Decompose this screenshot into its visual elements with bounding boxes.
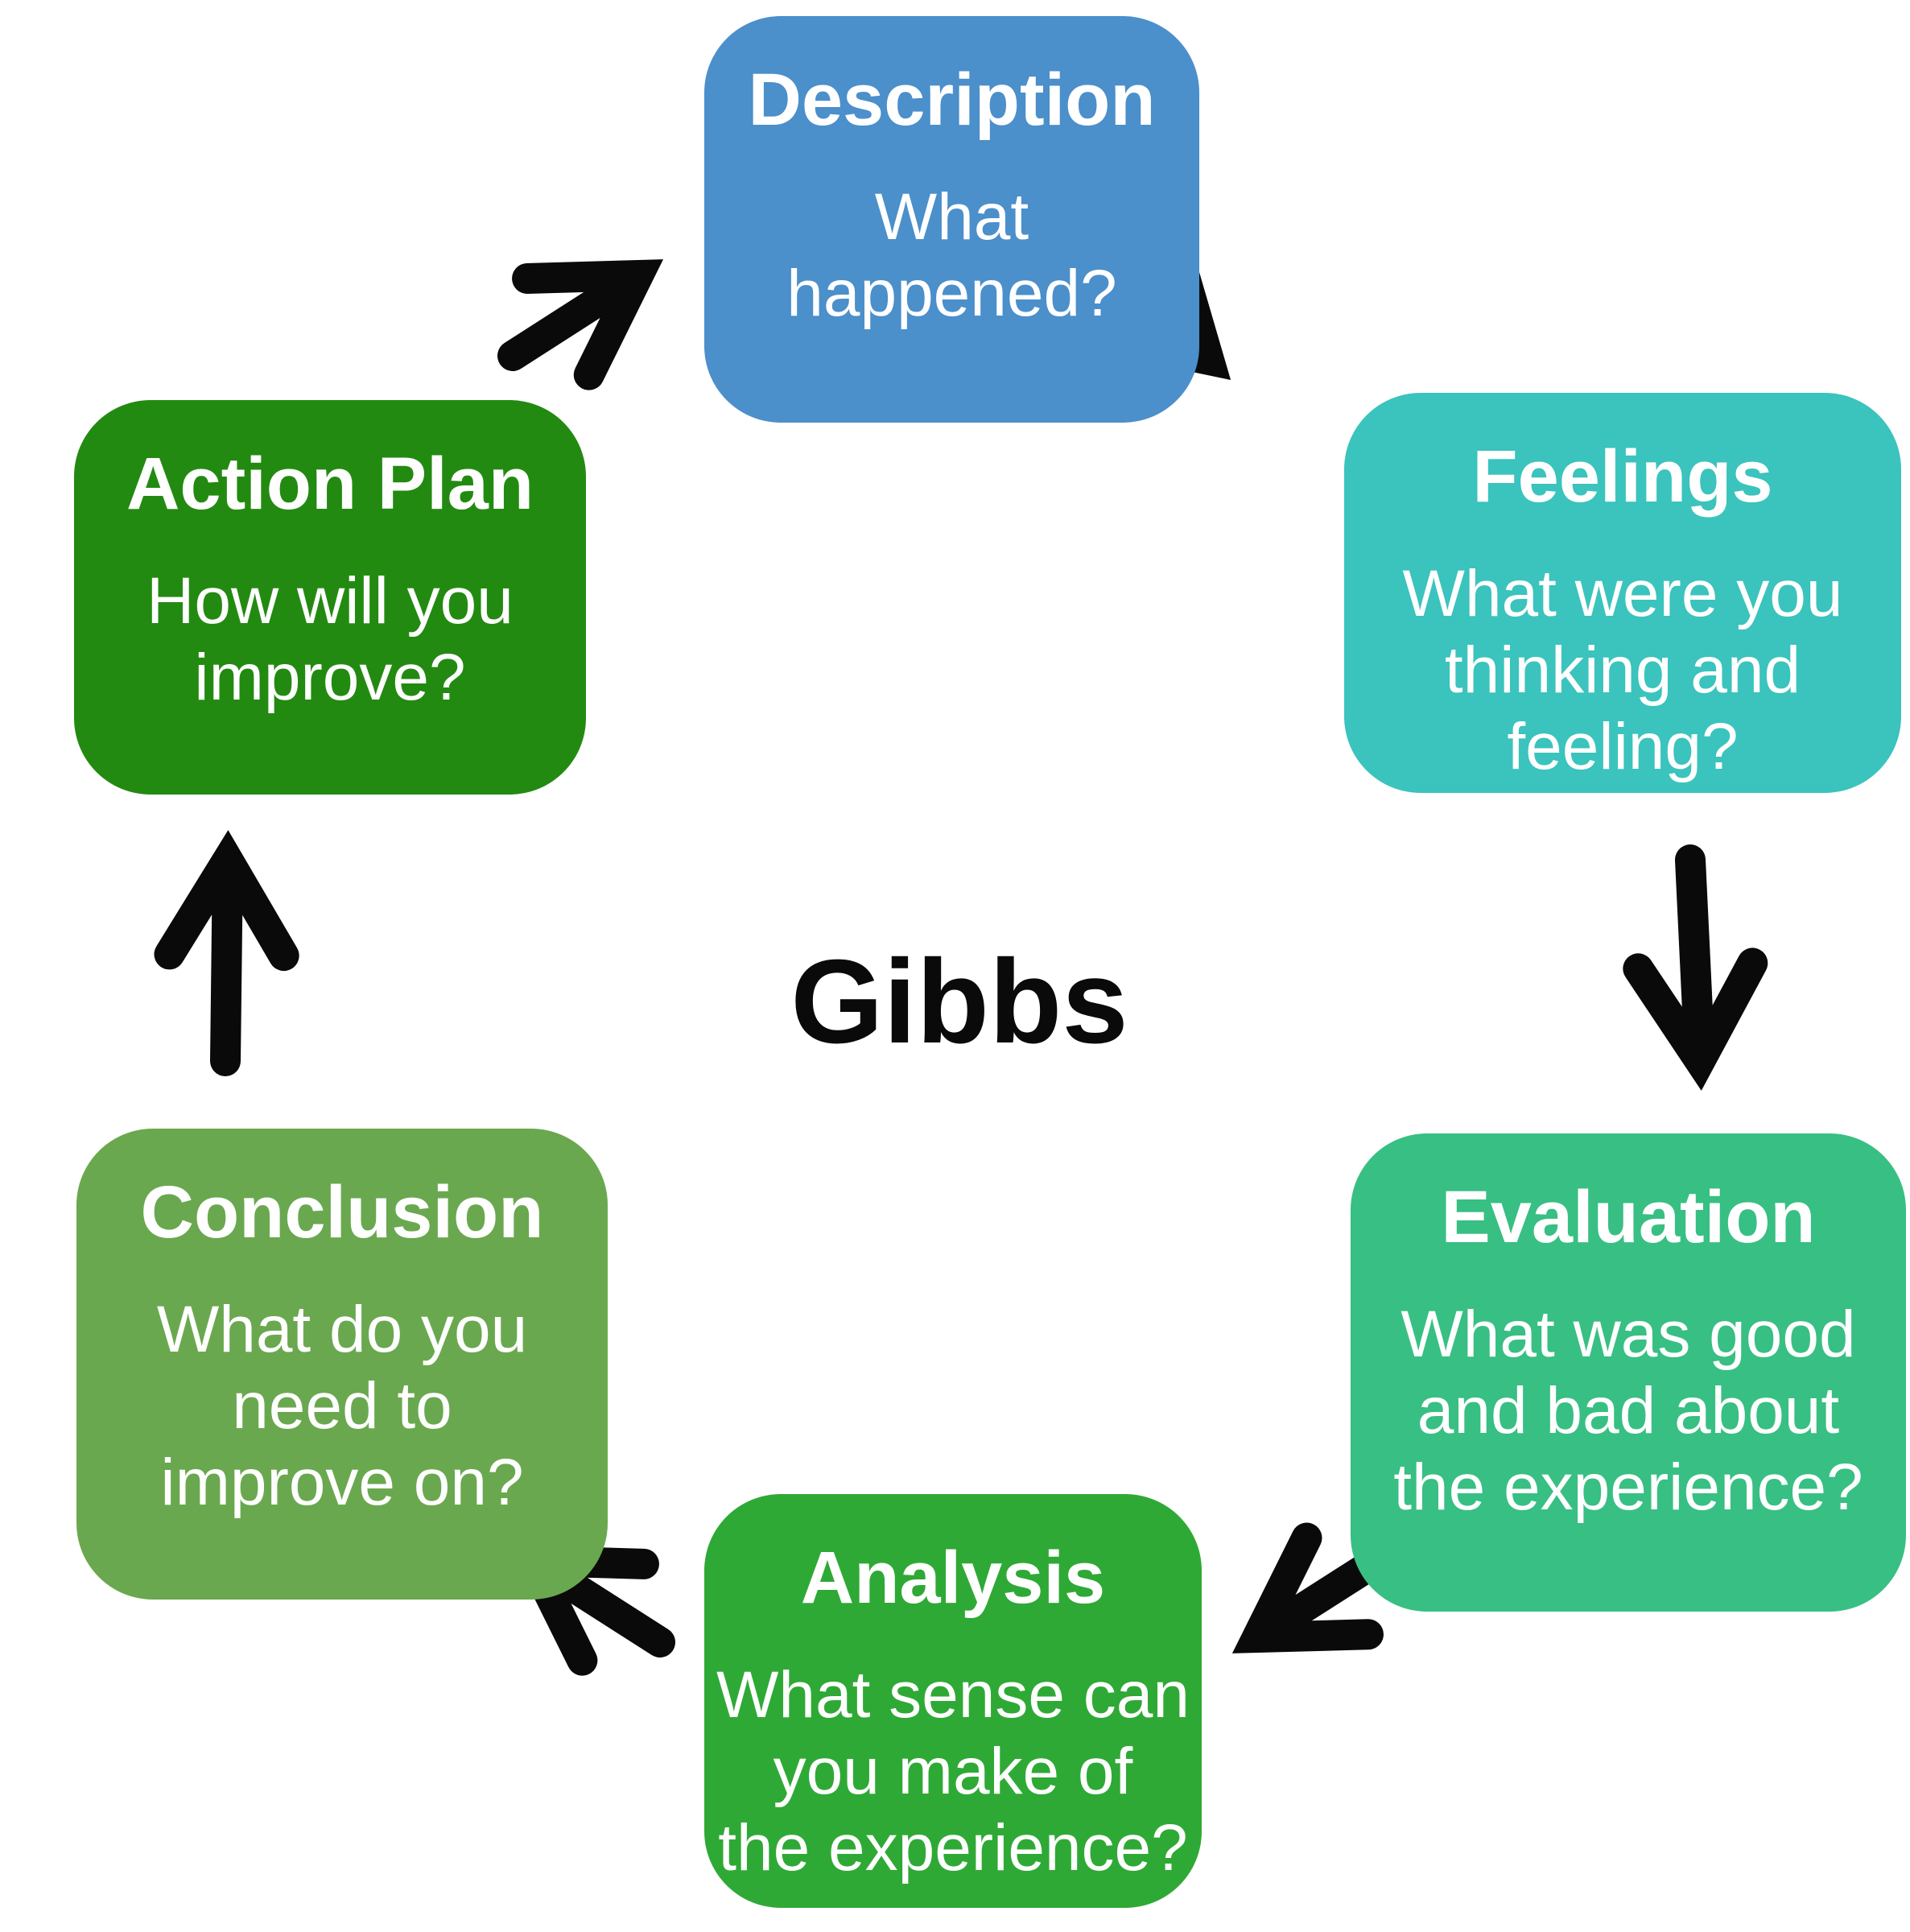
arrow-conclusion-to-actionplan (154, 830, 299, 1076)
stage-box-description: Description What happened? (704, 16, 1199, 423)
stage-box-evaluation: Evaluation What was good and bad about t… (1351, 1133, 1906, 1612)
stage-title-description: Description (748, 59, 1156, 141)
stage-title-analysis: Analysis (800, 1537, 1106, 1619)
stage-question-conclusion: What do you need to improve on? (156, 1292, 528, 1520)
stage-question-action-plan: How will you improve? (146, 564, 514, 714)
stage-question-feelings: What were you thinking and feeling? (1402, 556, 1843, 784)
stage-title-evaluation: Evaluation (1441, 1176, 1816, 1258)
stage-box-analysis: Analysis What sense can you make of the … (704, 1494, 1202, 1908)
stage-title-action-plan: Action Plan (126, 443, 534, 525)
cycle-center-title: Gibbs (790, 935, 1128, 1068)
stage-title-feelings: Feelings (1472, 436, 1773, 518)
stage-question-evaluation: What was good and bad about the experien… (1393, 1297, 1863, 1525)
stage-title-conclusion: Conclusion (140, 1171, 544, 1253)
stage-box-conclusion: Conclusion What do you need to improve o… (76, 1129, 608, 1600)
arrow-feelings-to-evaluation (1623, 844, 1768, 1091)
arrow-actionplan-to-description (497, 259, 664, 390)
stage-question-description: What happened? (786, 180, 1117, 330)
stage-box-action-plan: Action Plan How will you improve? (74, 400, 586, 795)
stage-question-analysis: What sense can you make of the experienc… (716, 1657, 1190, 1885)
stage-box-feelings: Feelings What were you thinking and feel… (1344, 393, 1901, 793)
